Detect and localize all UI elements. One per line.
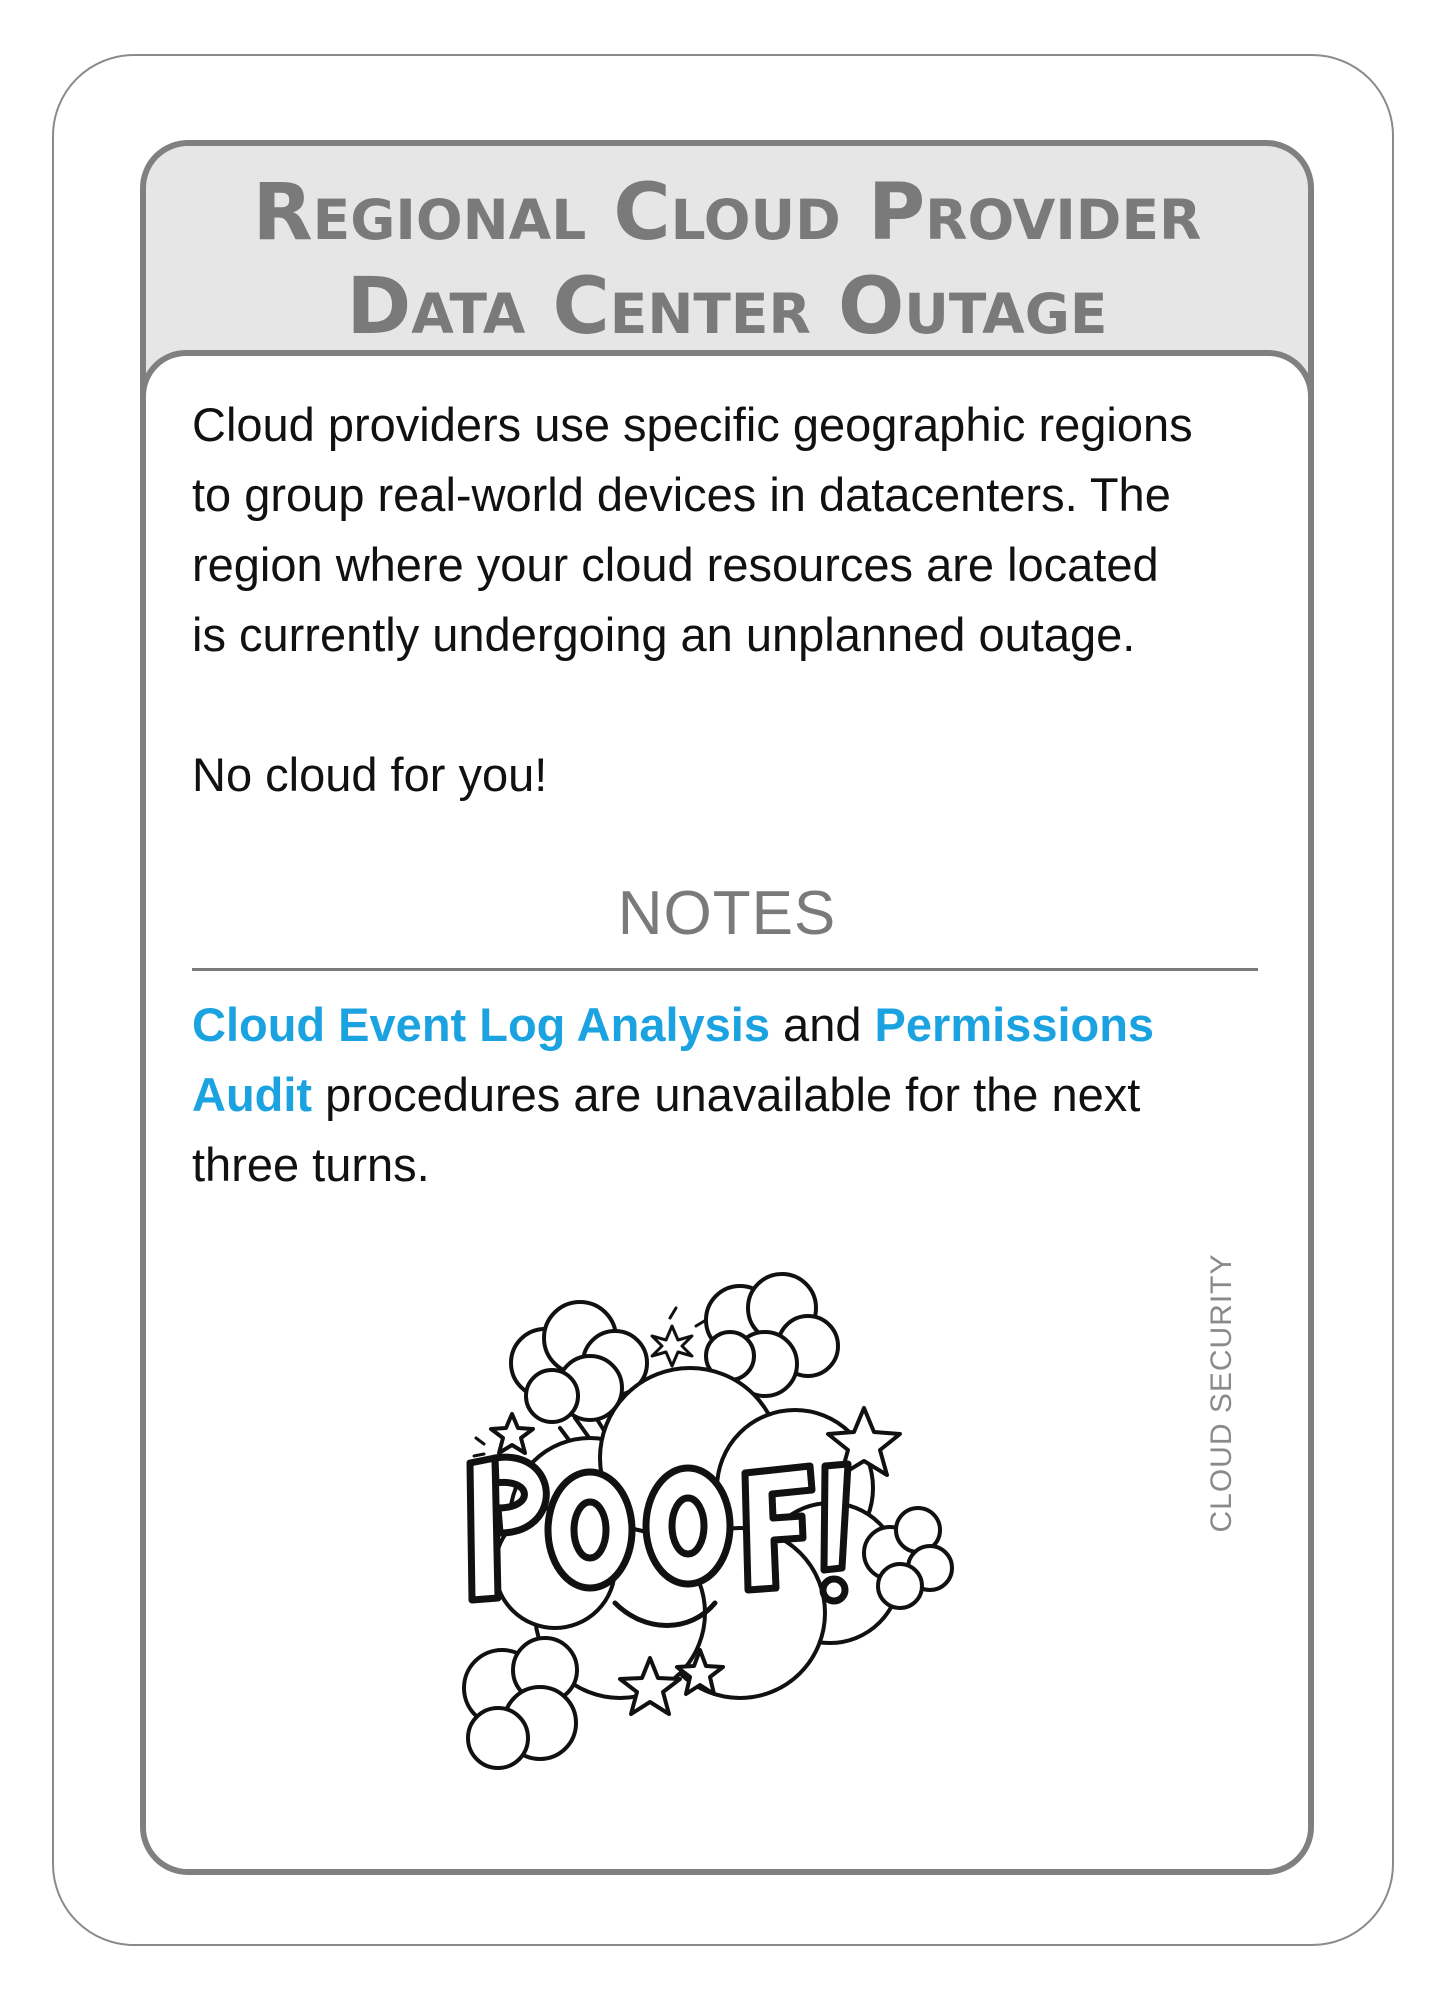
sparkle-icon — [650, 1324, 694, 1368]
card-description: Cloud providers use specific geographic … — [192, 390, 1282, 810]
procedure-name-permissions: Permissions — [874, 998, 1155, 1051]
description-line: region where your cloud resources are lo… — [192, 538, 1159, 591]
description-line: to group real-world devices in datacente… — [192, 468, 1171, 521]
small-cloud-top-left — [509, 1300, 649, 1424]
star-icon — [675, 1648, 725, 1696]
notes-connector: and — [770, 998, 875, 1051]
notes-line: three turns. — [192, 1130, 1282, 1200]
card-tagline: No cloud for you! — [192, 748, 548, 801]
card-title-line-1: Regional Cloud Provider — [252, 168, 1202, 258]
notes-text: Cloud Event Log Analysis and Permissions… — [192, 990, 1282, 1200]
star-icon — [618, 1656, 682, 1716]
small-cloud-bottom-left — [462, 1636, 579, 1770]
category-label: CLOUD SECURITY — [1205, 1253, 1238, 1533]
notes-body-end: three turns. — [192, 1138, 430, 1191]
poof-explosion-icon — [462, 1272, 954, 1770]
notes-body: procedures are unavailable for the next — [312, 1068, 1141, 1121]
procedure-name-log-analysis: Cloud Event Log Analysis — [192, 998, 770, 1051]
small-cloud-right — [862, 1506, 954, 1610]
star-icon — [826, 1406, 902, 1477]
notes-divider — [192, 968, 1258, 971]
star-icon — [489, 1412, 535, 1455]
paragraph-gap — [192, 670, 1282, 740]
poof-lettering — [466, 1453, 852, 1605]
card-title: Regional Cloud Provider Data Center Outa… — [146, 166, 1308, 354]
notes-line: Audit procedures are unavailable for the… — [192, 1060, 1282, 1130]
notes-line: Cloud Event Log Analysis and Permissions — [192, 990, 1282, 1060]
card-title-line-2: Data Center Outage — [346, 262, 1108, 352]
description-line: is currently undergoing an unplanned out… — [192, 608, 1136, 661]
notes-heading: NOTES — [617, 879, 837, 948]
procedure-name-audit: Audit — [192, 1068, 313, 1121]
description-line: Cloud providers use specific geographic … — [192, 398, 1193, 451]
